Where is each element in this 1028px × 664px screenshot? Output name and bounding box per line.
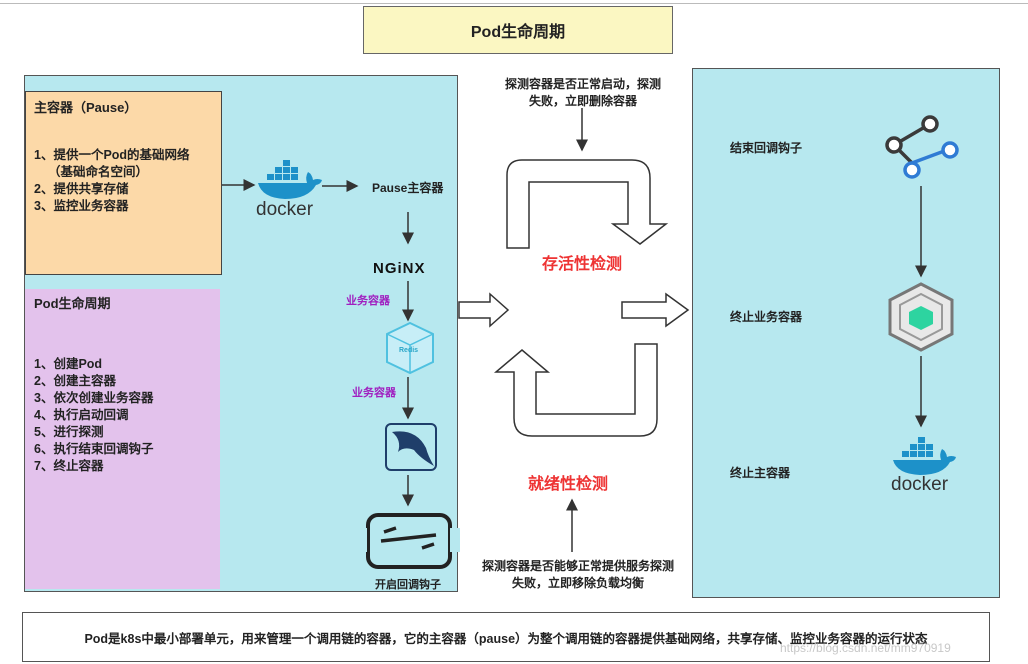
end-hook-label: 结束回调钩子 [730,141,803,155]
nginx-logo: NGiNX [373,260,426,277]
lifecycle-list: 1、创建Pod 2、创建主容器 3、依次创建业务容器 4、执行启动回调 5、进行… [34,356,153,475]
lifecycle-item: 5、进行探测 [34,425,104,439]
main-container-item: 1、提供一个Pod的基础网络 [34,148,190,162]
liveness-note-line-1: 探测容器是否正常启动，探测 [504,77,661,91]
arrow-to-right-panel [621,292,690,328]
docker-text-left: docker [256,199,314,220]
start-hook-icon [357,513,460,569]
lifecycle-item: 2、创建主容器 [34,374,116,388]
end-hook-icon [885,115,959,179]
main-container-box [25,91,222,275]
liveness-note: 探测容器是否正常启动，探测 失败，立即删除容器 [486,76,680,110]
readiness-note-line-1: 探测容器是否能够正常提供服务探测 [481,559,674,573]
lifecycle-item: 7、终止容器 [34,459,104,473]
main-container-item: 3、监控业务容器 [34,199,129,213]
lifecycle-item: 6、执行结束回调钩子 [34,442,154,456]
stop-business-icon [888,282,954,352]
readiness-loop-arrow [493,343,658,437]
main-container-item: （基础命名空间） [48,165,149,179]
arrow-to-probes [458,292,510,328]
lifecycle-item: 4、执行启动回调 [34,408,129,422]
docker-logo-left [258,160,322,199]
liveness-probe-label: 存活性检测 [542,256,623,273]
watermark: https://blog.csdn.net/mm970919 [780,641,951,655]
top-rule [0,3,1028,4]
readiness-note-line-2: 失败，立即移除负载均衡 [511,576,644,590]
stop-business-label: 终止业务容器 [730,310,803,324]
page-title: Pod生命周期 [363,6,673,54]
docker-text-right: docker [891,474,949,495]
pause-label: Pause主容器 [372,181,444,195]
business-label-1: 业务容器 [346,295,390,307]
docker-logo-right [893,437,956,475]
redis-logo [386,321,434,375]
lifecycle-item: 1、创建Pod [34,357,103,371]
liveness-loop-arrow [506,159,669,249]
business-label-2: 业务容器 [352,387,396,399]
lifecycle-item: 3、依次创建业务容器 [34,391,154,405]
main-container-list: 1、提供一个Pod的基础网络 （基础命名空间） 2、提供共享存储 3、监控业务容… [34,147,190,215]
lifecycle-heading: Pod生命周期 [34,296,111,311]
lifecycle-box [25,289,220,589]
main-container-heading: 主容器（Pause） [34,100,138,115]
liveness-note-line-2: 失败，立即删除容器 [528,94,637,108]
start-hook-label: 开启回调钩子 [375,579,441,591]
redis-text: Redis [399,347,419,354]
readiness-probe-label: 就绪性检测 [528,476,609,493]
stop-main-label: 终止主容器 [730,466,791,480]
main-container-item: 2、提供共享存储 [34,182,129,196]
footer-description: Pod是k8s中最小部署单元，用来管理一个调用链的容器，它的主容器（pause）… [22,612,990,662]
mysql-logo [385,423,437,471]
readiness-note: 探测容器是否能够正常提供服务探测 失败，立即移除负载均衡 [462,558,694,592]
